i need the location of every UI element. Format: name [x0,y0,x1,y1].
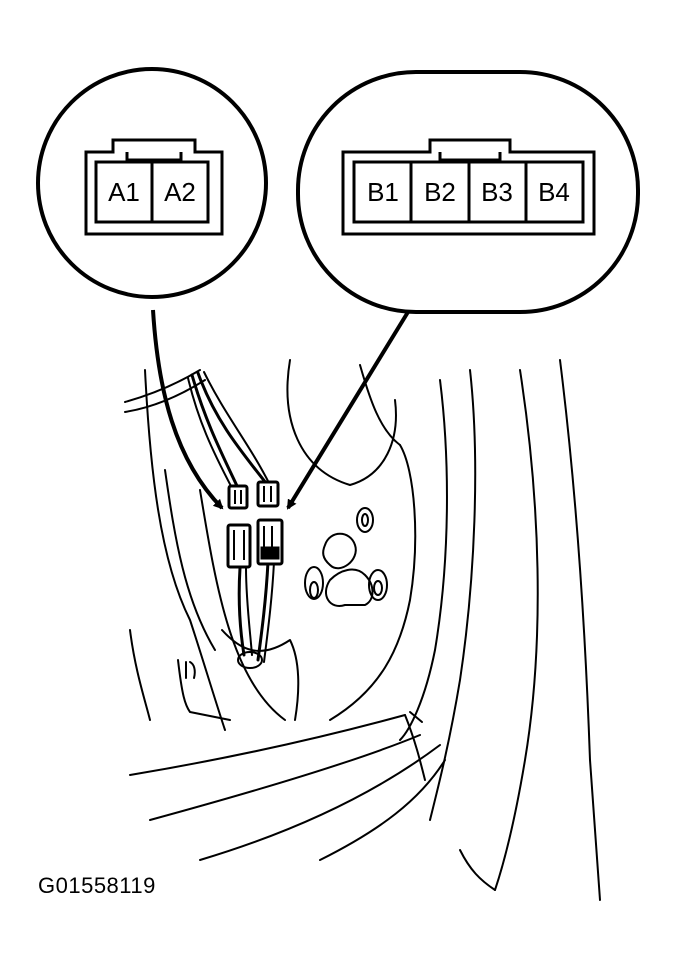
pin-label-b1: B1 [367,177,399,207]
physical-connector-a [226,484,252,569]
wire-harness [187,371,275,669]
callout-connector-b: B1 B2 B3 B4 [296,70,640,314]
callout-connector-a: A1 A2 [36,67,268,299]
physical-connector-b [256,480,284,566]
pin-label-b4: B4 [538,177,570,207]
pin-label-a2: A2 [164,177,196,207]
pin-label-b3: B3 [481,177,513,207]
connector-a-face [84,138,224,236]
pin-label-b2: B2 [424,177,456,207]
leader-arrow-a [151,309,224,510]
leader-arrow-b [286,310,410,510]
vehicle-body-outline [124,359,601,901]
connector-b-face [341,138,596,236]
figure-code: G01558119 [38,873,156,898]
pin-label-a1: A1 [108,177,140,207]
